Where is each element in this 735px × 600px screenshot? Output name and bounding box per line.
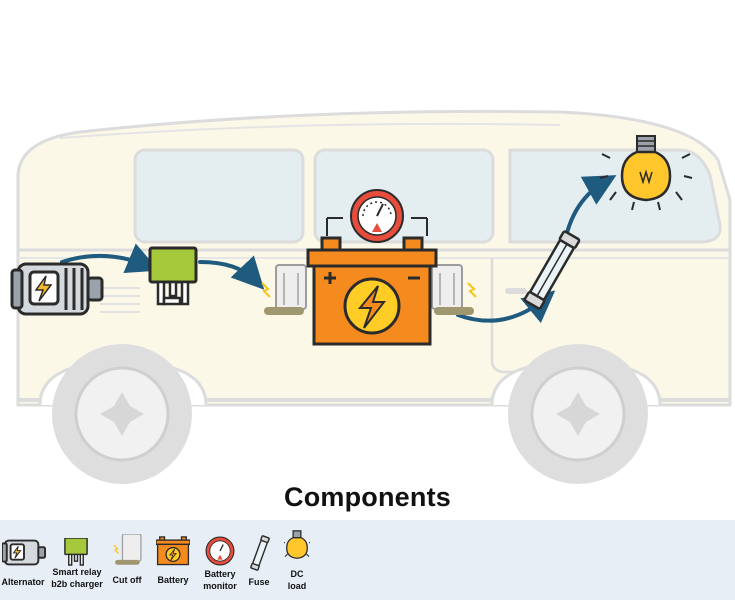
legend-item-cutoff: Cut off: [110, 520, 180, 600]
legend-label-dcload: DC load: [287, 569, 307, 591]
fuse-icon: [250, 535, 270, 571]
arrow-relay-to-cutoff: [198, 255, 265, 290]
components-title: Components: [284, 482, 451, 512]
cutoff-switch-left-icon: [261, 264, 307, 315]
relay-icon: [148, 246, 198, 306]
alternator-icon: [2, 539, 46, 566]
legend-item-alternator: Alternator: [1, 520, 72, 600]
gauge-icon: [205, 536, 235, 566]
van-wheel-front: [52, 344, 192, 484]
van-window-3: [508, 148, 722, 244]
components-legend: Alternator Smart relay b2b charger Cut o…: [0, 520, 735, 600]
van-side-door: [490, 258, 600, 374]
van-vent: [100, 287, 140, 313]
legend-item-battery: Battery: [156, 520, 226, 600]
fuse-icon: [523, 230, 581, 310]
van-window-1: [133, 148, 305, 244]
van-roof-line: [59, 122, 561, 139]
cutoff-switch-right-icon: [431, 264, 477, 315]
legend-label-alternator: Alternator: [1, 577, 45, 587]
legend-label-cutoff: Cut off: [112, 575, 142, 585]
cutoff-switch-icon: [113, 534, 142, 565]
light-bulb-icon: [599, 135, 693, 211]
battery-icon: [156, 536, 190, 566]
arrow-alternator-to-relay: [60, 243, 160, 274]
light-bulb-icon: [284, 530, 310, 559]
battery-icon: [306, 236, 438, 346]
van-window-2: [313, 148, 495, 244]
relay-icon: [64, 538, 88, 566]
legend-label-battery: Battery: [157, 575, 189, 585]
gauge-icon: [326, 189, 428, 243]
van-wheel-rear: [508, 344, 648, 484]
legend-item-fuse: Fuse: [246, 520, 316, 600]
legend-label-monitor: Battery monitor: [203, 569, 237, 591]
legend-item-dcload: DC load: [282, 520, 352, 600]
van-door-handle: [505, 288, 527, 294]
alternator-icon: [10, 262, 104, 316]
legend-item-monitor: Battery monitor: [203, 520, 273, 600]
legend-label-relay: Smart relay b2b charger: [51, 567, 103, 589]
legend-label-fuse: Fuse: [248, 577, 270, 587]
legend-item-relay: Smart relay b2b charger: [51, 520, 126, 600]
